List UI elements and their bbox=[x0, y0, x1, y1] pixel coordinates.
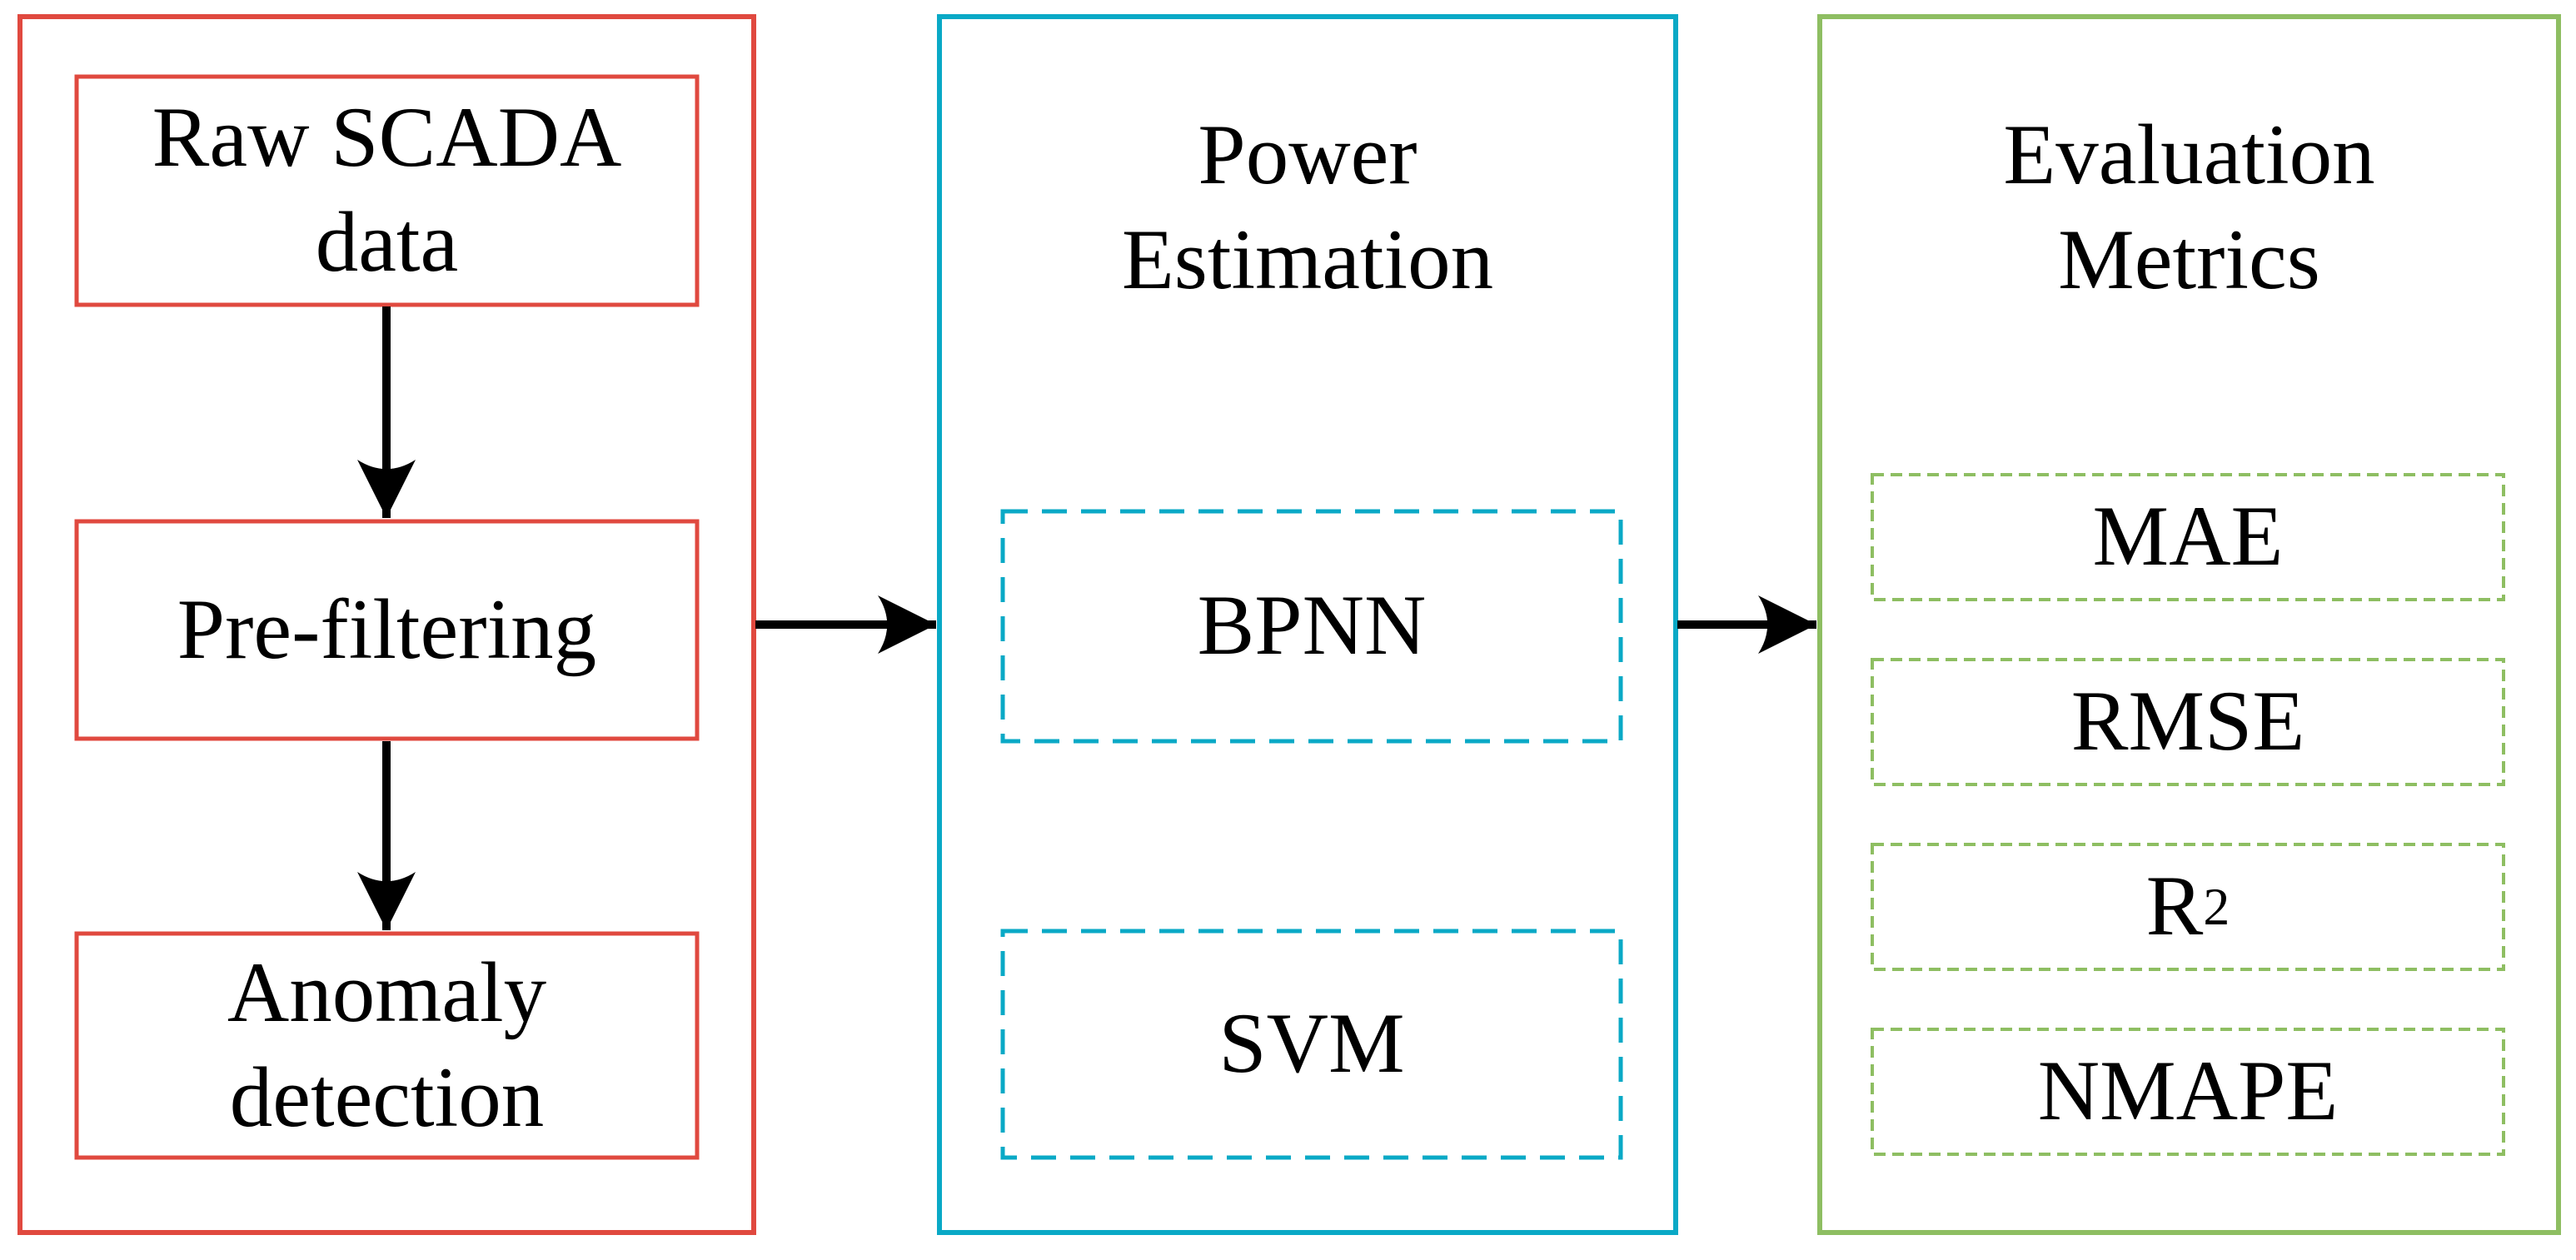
evaluation-metrics-title: Evaluation Metrics bbox=[2003, 107, 2375, 307]
rmse-label: RMSE bbox=[2070, 674, 2305, 769]
r-squared-base: R bbox=[2145, 859, 2204, 954]
bpnn-dashed-box bbox=[1000, 509, 1623, 744]
svm-dashed-box bbox=[1000, 929, 1623, 1160]
power-estimation-title: Power Estimation bbox=[1121, 107, 1494, 307]
mae-dashed-box bbox=[1871, 473, 2505, 601]
nmape-dashed-box bbox=[1871, 1028, 2505, 1156]
mae-label: MAE bbox=[2092, 489, 2284, 585]
preprocessing-panel-border bbox=[17, 14, 756, 1235]
anomaly-detection-box bbox=[74, 931, 700, 1160]
r-squared-dashed-box bbox=[1871, 843, 2505, 971]
rmse-dashed-box bbox=[1871, 658, 2505, 786]
power-estimation-panel-border bbox=[937, 14, 1678, 1235]
pre-filtering-box bbox=[74, 519, 700, 741]
pre-filtering-label: Pre-filtering bbox=[177, 581, 597, 677]
raw-scada-data-label: Raw SCADA data bbox=[152, 90, 622, 290]
svm-label: SVM bbox=[1218, 996, 1405, 1092]
evaluation-metrics-panel-border bbox=[1817, 14, 2561, 1235]
anomaly-detection-label: Anomaly detection bbox=[227, 944, 547, 1145]
raw-scada-data-box bbox=[74, 74, 700, 307]
bpnn-label: BPNN bbox=[1197, 578, 1427, 674]
nmape-label: NMAPE bbox=[2037, 1043, 2339, 1139]
